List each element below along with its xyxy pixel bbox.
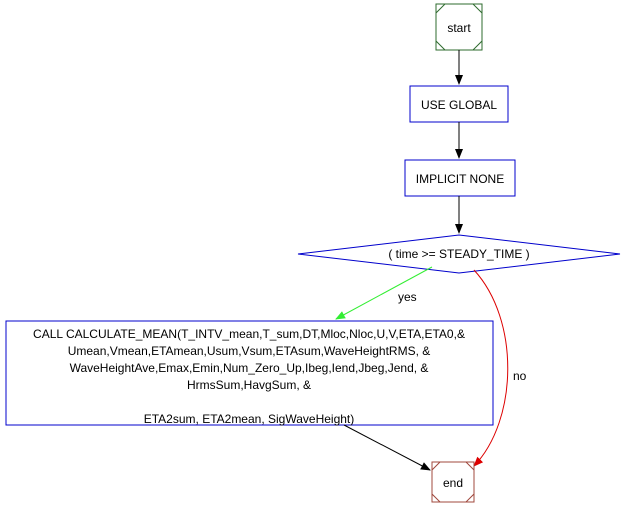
start-node-label: start — [447, 21, 471, 35]
call-calculate-mean-node: CALL CALCULATE_MEAN(T_INTV_mean,T_sum,DT… — [5, 320, 494, 426]
implicit-none-label: IMPLICIT NONE — [416, 172, 504, 186]
edge-yes — [335, 266, 433, 320]
call-line-2: Umean,Vmean,ETAmean,Usum,Vsum,ETAsum,Wav… — [68, 344, 431, 358]
implicit-none-node: IMPLICIT NONE — [404, 159, 516, 197]
decision-diamond — [297, 234, 621, 274]
start-node-octagon — [435, 3, 483, 51]
end-node: end — [431, 461, 475, 503]
call-calculate-mean-box — [5, 320, 494, 426]
edge-no — [473, 269, 509, 467]
use-global-box — [409, 85, 509, 123]
start-node-frame — [435, 3, 483, 51]
call-line-6: ETA2sum, ETA2mean, SigWaveHeight) — [144, 412, 355, 426]
decision-label: ( time >= STEADY_TIME ) — [388, 247, 529, 261]
decision-node: ( time >= STEADY_TIME ) — [297, 234, 621, 274]
use-global-label: USE GLOBAL — [421, 98, 497, 112]
call-line-1: CALL CALCULATE_MEAN(T_INTV_mean,T_sum,DT… — [33, 327, 465, 341]
edge-yes-label: yes — [398, 290, 417, 304]
call-line-4: HrmsSum,HavgSum, & — [187, 378, 311, 392]
edge-no-label: no — [513, 369, 527, 383]
implicit-none-box — [404, 159, 516, 197]
call-line-3: WaveHeightAve,Emax,Emin,Num_Zero_Up,Ibeg… — [70, 361, 429, 375]
start-node: start — [435, 3, 483, 51]
edge-call-to-end — [343, 424, 431, 471]
use-global-node: USE GLOBAL — [409, 85, 509, 123]
end-node-label: end — [443, 476, 463, 490]
end-node-octagon — [431, 461, 475, 503]
